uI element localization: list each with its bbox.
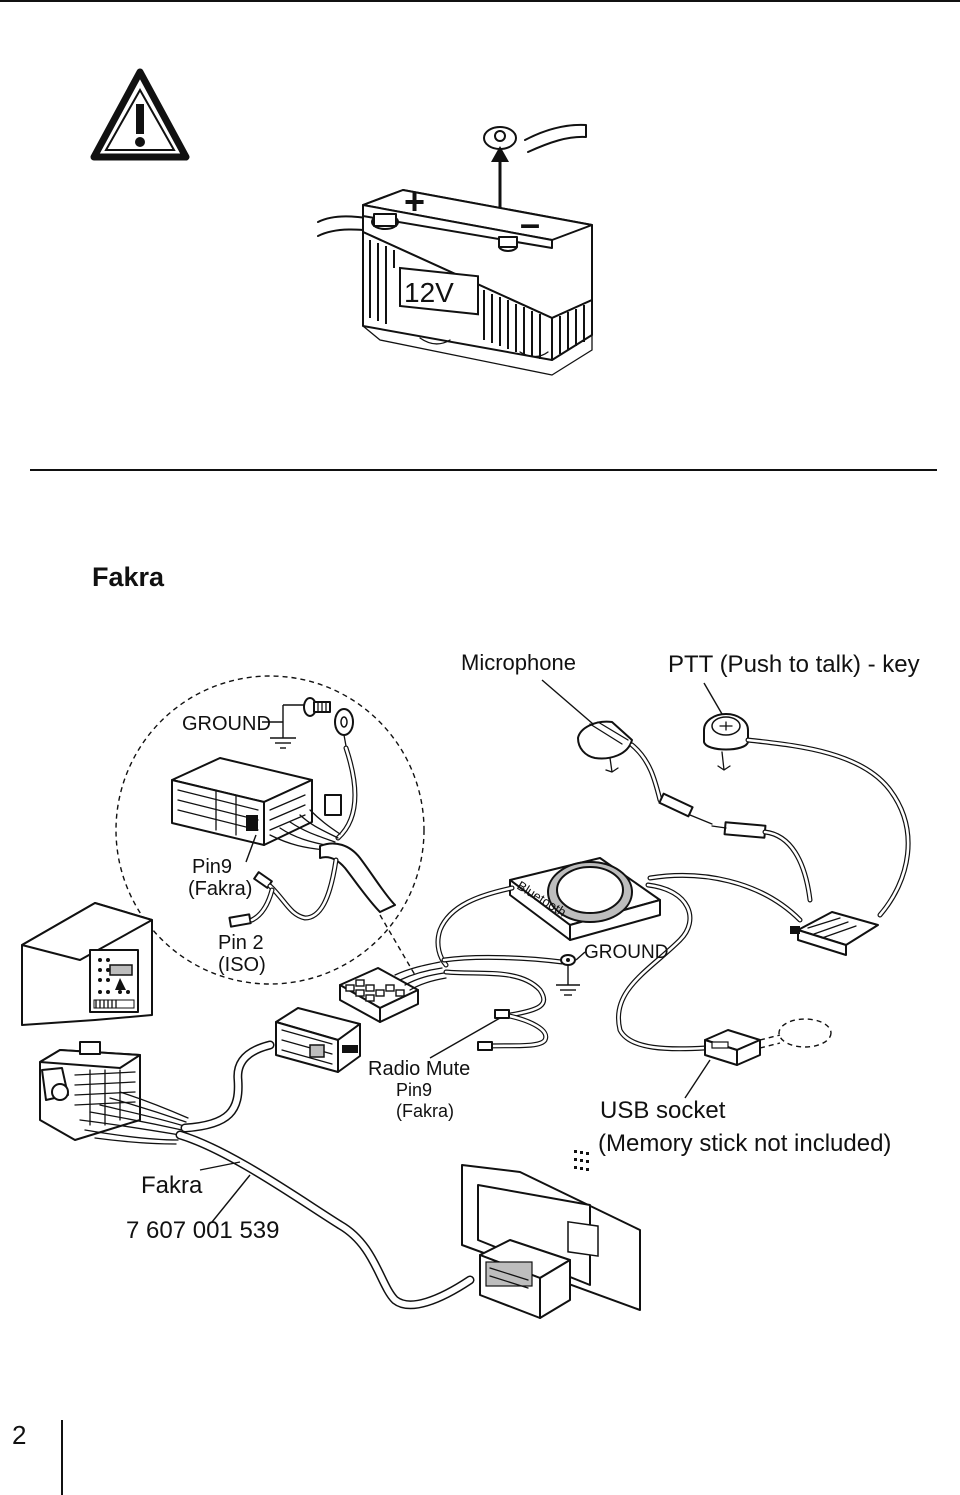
pin9-connector xyxy=(253,857,339,921)
warning-icon xyxy=(90,68,190,161)
radio-mute-wire xyxy=(477,1009,549,1051)
fakra-leader xyxy=(199,1161,241,1171)
ground-screw xyxy=(303,697,331,717)
fakra-wire-bundle xyxy=(79,1091,189,1145)
battery-illustration: 12V + – xyxy=(317,123,593,376)
bluetooth-module: Bluetooth xyxy=(509,857,661,941)
pin9-label-line1: Pin9 xyxy=(192,856,232,878)
ptt-mic-junction-connector xyxy=(790,911,879,956)
main-harness-cable xyxy=(175,1130,475,1310)
page-number: 2 xyxy=(12,1420,26,1450)
part-number-label: 7 607 001 539 xyxy=(126,1217,279,1244)
mic-jack-cable xyxy=(711,821,813,903)
microphone-leader xyxy=(541,679,601,731)
fakra-bottom-label: Fakra xyxy=(141,1172,203,1199)
battery-minus-sign: – xyxy=(520,203,540,244)
radio-mute-fakra-label: (Fakra) xyxy=(396,1101,454,1121)
head-unit-radio xyxy=(461,1150,641,1319)
ground-symbol-top xyxy=(262,704,305,749)
microphone-device xyxy=(577,720,713,825)
radio-mute-pin-label: Pin9 xyxy=(396,1080,432,1100)
radio-mute-leader xyxy=(429,1017,501,1059)
pin2-label-line1: Pin 2 xyxy=(218,932,264,954)
pin2-label-line2: (ISO) xyxy=(218,954,266,976)
iso-connector-detail xyxy=(171,757,342,846)
detail-pointer xyxy=(379,914,416,976)
radio-mute-label: Radio Mute xyxy=(368,1058,470,1080)
battery-plus-sign: + xyxy=(404,181,425,222)
pin9-leader xyxy=(245,834,257,863)
usb-note-label: (Memory stick not included) xyxy=(598,1130,891,1157)
ground-symbol-box xyxy=(556,951,586,996)
harness-to-adapter-cable xyxy=(180,1040,275,1133)
ptt-leader xyxy=(703,682,723,715)
ground-box-label: GROUND xyxy=(584,942,668,963)
ptt-label: PTT (Push to talk) - key xyxy=(668,651,920,678)
ground-top-label: GROUND xyxy=(182,713,271,735)
iso-connector-center xyxy=(339,961,447,1023)
fakra-adapter-module xyxy=(275,1007,361,1073)
detail-circle xyxy=(115,675,425,985)
battery-voltage-label: 12V xyxy=(404,277,454,308)
ring-terminal xyxy=(334,708,358,841)
bluetooth-cables xyxy=(435,872,803,1052)
section-title: Fakra xyxy=(92,562,165,592)
pin9-label-line2: (Fakra) xyxy=(188,878,252,900)
fakra-vehicle-connector xyxy=(39,1041,141,1141)
part-number-leader xyxy=(211,1174,251,1223)
usb-leader xyxy=(684,1059,711,1099)
ptt-key-device xyxy=(703,713,911,918)
microphone-label: Microphone xyxy=(461,650,576,675)
dashboard-radio-slot xyxy=(21,902,153,1026)
usb-socket-device xyxy=(704,1018,832,1066)
usb-socket-label: USB socket xyxy=(600,1097,726,1124)
pin2-connector xyxy=(228,887,275,928)
